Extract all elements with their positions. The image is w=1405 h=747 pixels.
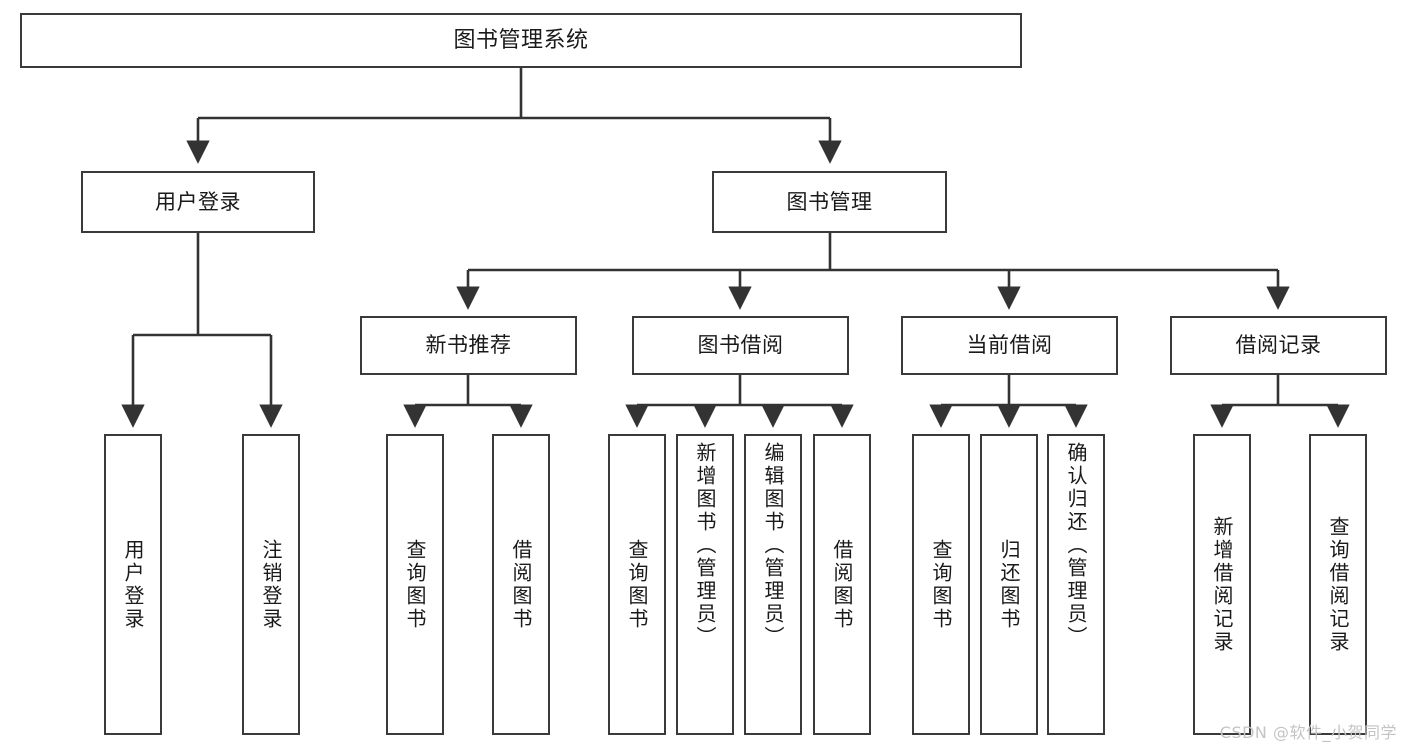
node-label: 编辑图书（管理员）	[761, 442, 785, 649]
node-label: 新增借阅记录	[1210, 515, 1234, 654]
leaf-new-book-query[interactable]: 查询图书	[386, 434, 444, 735]
node-new-book-recommend[interactable]: 新书推荐	[360, 316, 577, 375]
leaf-borrow-query-book[interactable]: 查询图书	[608, 434, 666, 735]
node-book-management[interactable]: 图书管理	[712, 171, 947, 233]
leaf-record-add-record[interactable]: 新增借阅记录	[1193, 434, 1251, 735]
node-label: 新增图书（管理员）	[693, 442, 717, 649]
node-label: 查询借阅记录	[1326, 515, 1350, 654]
leaf-borrow-edit-book-admin[interactable]: 编辑图书（管理员）	[744, 434, 802, 735]
node-label: 图书管理	[786, 189, 873, 214]
leaf-current-return-book[interactable]: 归还图书	[980, 434, 1038, 735]
node-label: 用户登录	[121, 538, 145, 631]
leaf-current-query-book[interactable]: 查询图书	[912, 434, 970, 735]
leaf-current-confirm-return-admin[interactable]: 确认归还（管理员）	[1047, 434, 1105, 735]
watermark-text: CSDN @软件_小贺同学	[1219, 723, 1397, 742]
leaf-user-login-login[interactable]: 用户登录	[104, 434, 162, 735]
node-borrow-record[interactable]: 借阅记录	[1170, 316, 1387, 375]
node-label: 借阅图书	[509, 538, 533, 631]
node-label: 借阅图书	[830, 538, 854, 631]
node-label: 注销登录	[259, 538, 283, 631]
node-user-login[interactable]: 用户登录	[81, 171, 315, 233]
node-label: 图书管理系统	[453, 27, 589, 53]
leaf-borrow-borrow-book[interactable]: 借阅图书	[813, 434, 871, 735]
node-label: 新书推荐	[425, 333, 512, 358]
leaf-borrow-add-book-admin[interactable]: 新增图书（管理员）	[676, 434, 734, 735]
leaf-new-book-borrow[interactable]: 借阅图书	[492, 434, 550, 735]
node-current-borrow[interactable]: 当前借阅	[901, 316, 1118, 375]
node-book-borrow[interactable]: 图书借阅	[632, 316, 849, 375]
node-label: 查询图书	[625, 538, 649, 631]
node-label: 查询图书	[929, 538, 953, 631]
node-label: 图书借阅	[697, 333, 784, 358]
leaf-record-query-record[interactable]: 查询借阅记录	[1309, 434, 1367, 735]
node-label: 查询图书	[403, 538, 427, 631]
node-label: 当前借阅	[966, 333, 1053, 358]
leaf-user-login-logout[interactable]: 注销登录	[242, 434, 300, 735]
node-label: 借阅记录	[1235, 333, 1322, 358]
node-root-system[interactable]: 图书管理系统	[20, 13, 1022, 68]
node-label: 用户登录	[155, 189, 241, 214]
node-label: 归还图书	[997, 538, 1021, 631]
node-label: 确认归还（管理员）	[1064, 442, 1088, 649]
